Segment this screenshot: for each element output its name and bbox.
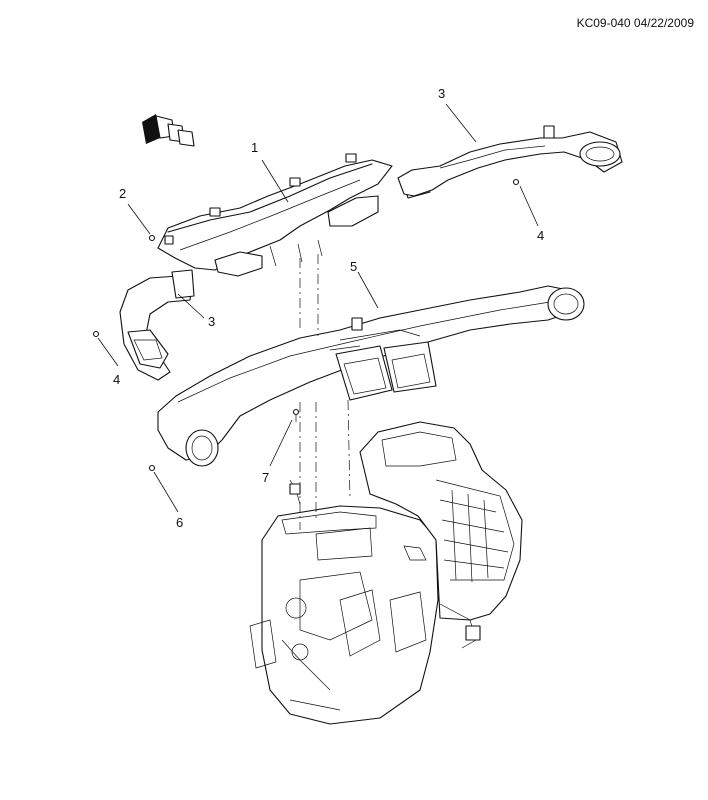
callout-4-left: 4 bbox=[113, 372, 121, 387]
upper-duct-assembly bbox=[157, 153, 431, 277]
callout-5: 5 bbox=[350, 259, 358, 274]
callout-6: 6 bbox=[176, 515, 184, 530]
callout-1: 1 bbox=[251, 140, 259, 155]
assembly-alignment-lines bbox=[299, 254, 351, 530]
callout-4-right: 4 bbox=[537, 228, 545, 243]
callout-3-upper: 3 bbox=[438, 86, 446, 101]
fastener-screws bbox=[92, 178, 520, 472]
callout-leaders bbox=[97, 103, 539, 513]
callout-2: 2 bbox=[119, 186, 127, 201]
left-side-duct bbox=[119, 269, 195, 381]
front-direction-icon bbox=[142, 114, 195, 147]
center-duct bbox=[157, 285, 585, 467]
right-side-duct bbox=[397, 125, 623, 197]
diagram-code: KC09-040 04/22/2009 bbox=[576, 16, 694, 30]
callout-3-left: 3 bbox=[208, 314, 216, 329]
hvac-module bbox=[249, 421, 523, 725]
callout-7: 7 bbox=[262, 470, 270, 485]
